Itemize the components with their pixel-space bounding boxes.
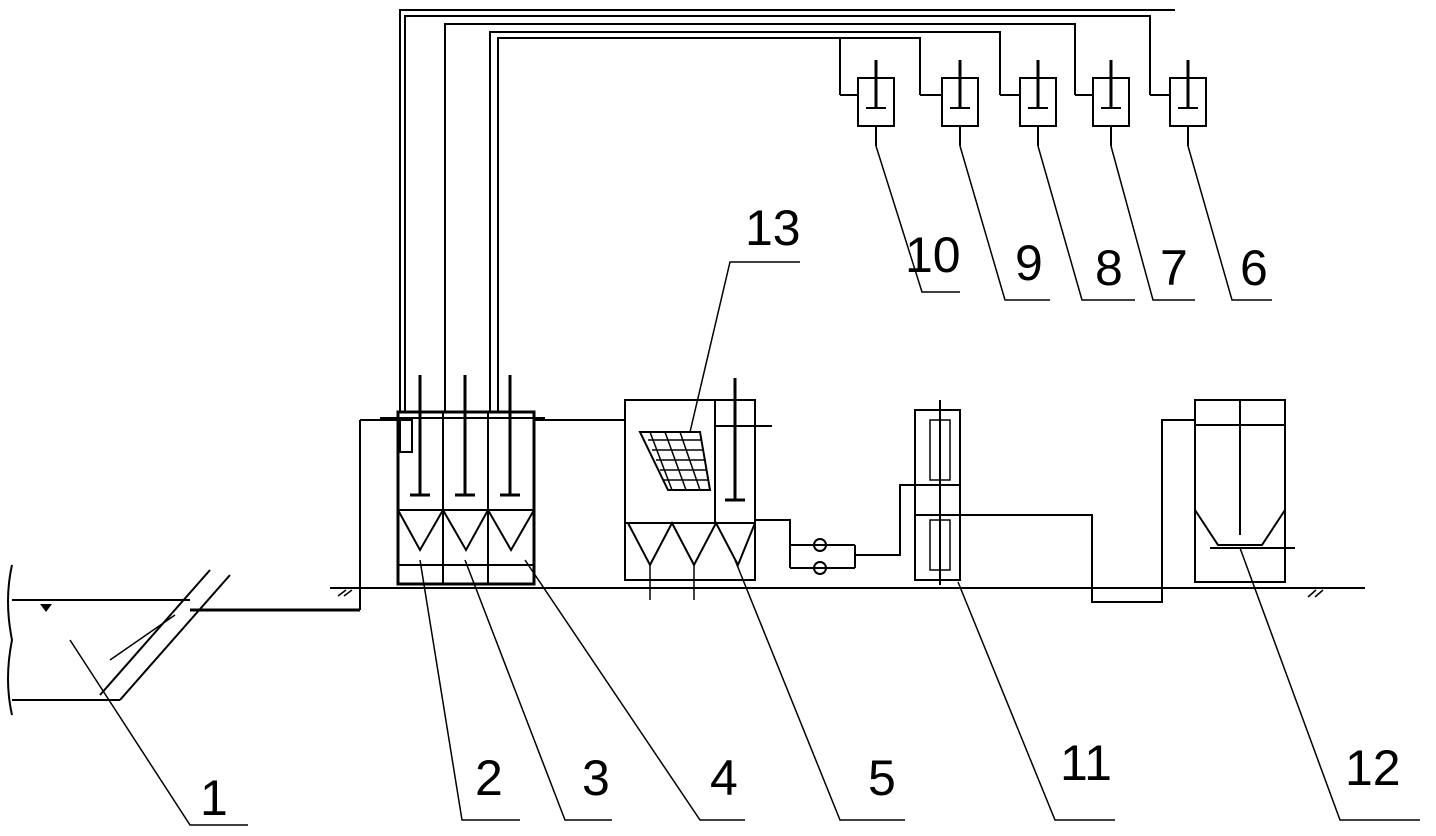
dosing-tank-10 [840, 60, 895, 146]
label-6: 6 [1240, 240, 1268, 296]
label-1: 1 [200, 770, 228, 826]
dosing-tanks [840, 60, 1207, 146]
inclined-pack-13 [638, 431, 712, 491]
label-12: 12 [1345, 740, 1401, 796]
pump-pair [789, 484, 915, 575]
dosing-pipe-network [399, 9, 1175, 412]
label-5: 5 [868, 750, 896, 806]
label-4: 4 [710, 750, 738, 806]
label-7: 7 [1160, 240, 1188, 296]
label-10: 10 [905, 227, 961, 283]
label-3: 3 [582, 750, 610, 806]
label-8: 8 [1095, 240, 1123, 296]
tank-group-2-4 [380, 375, 545, 586]
dosing-tank-6 [1150, 60, 1207, 146]
settling-tank-5 [624, 378, 791, 600]
source-pond [7, 419, 400, 716]
filter-column-11 [914, 400, 1195, 603]
label-2: 2 [475, 750, 503, 806]
dosing-tank-8 [1000, 60, 1057, 146]
label-11: 11 [1060, 735, 1112, 791]
leader-lines [69, 145, 1420, 826]
label-9: 9 [1015, 235, 1043, 291]
dosing-tank-7 [1075, 60, 1130, 146]
clean-water-tank-12 [1194, 399, 1295, 583]
dosing-tank-9 [920, 60, 979, 146]
label-13: 13 [745, 200, 801, 256]
